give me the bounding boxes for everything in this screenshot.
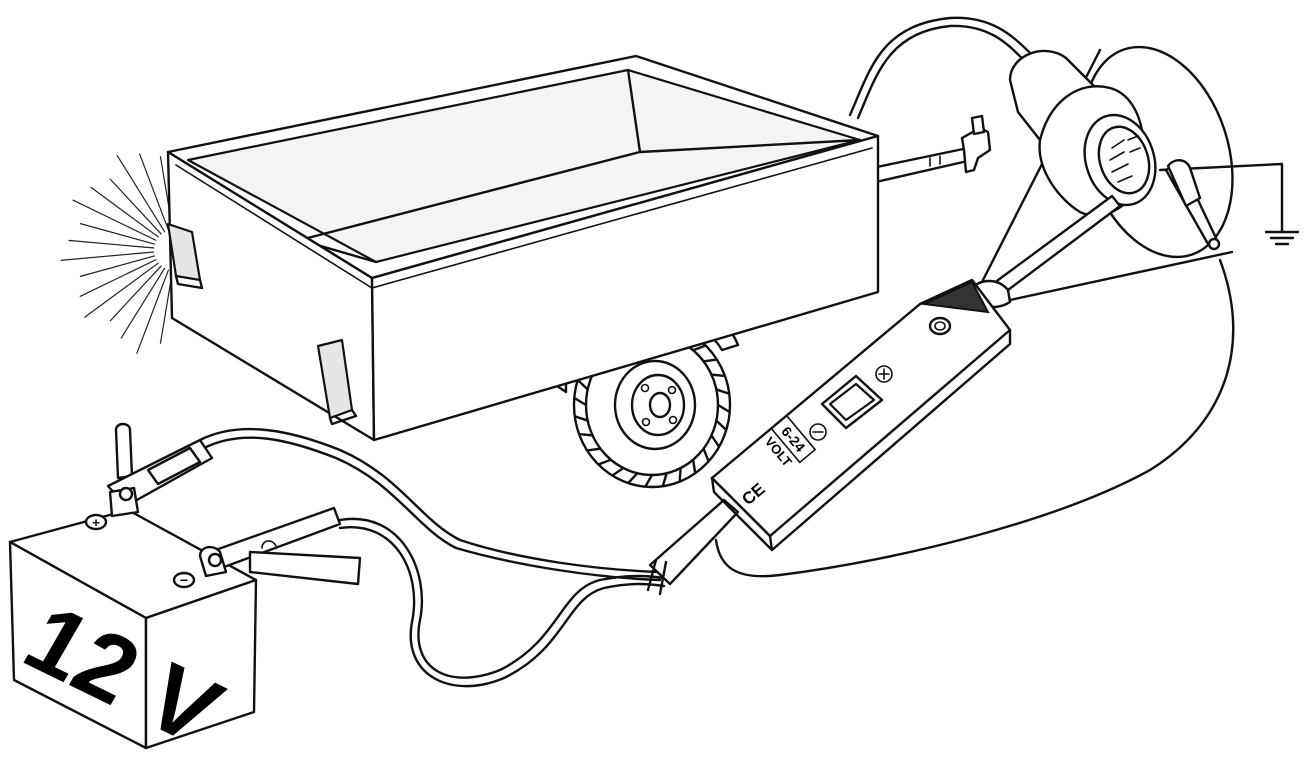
positive-clamp bbox=[106, 422, 214, 518]
tester-plus-symbol bbox=[875, 365, 893, 383]
tire-tread bbox=[702, 447, 710, 462]
battery: + − 12 V bbox=[7, 508, 258, 761]
tire-tread bbox=[691, 344, 706, 352]
tire-tread bbox=[715, 388, 730, 395]
light-ray bbox=[109, 265, 162, 322]
tire-tread bbox=[586, 447, 602, 452]
tire-tread bbox=[661, 472, 668, 487]
wires bbox=[198, 16, 1235, 688]
tire-tread bbox=[710, 434, 720, 448]
tire-tread bbox=[577, 379, 589, 391]
light-ray bbox=[109, 178, 162, 235]
tire-tread bbox=[710, 373, 726, 377]
light-ray bbox=[116, 154, 166, 233]
light-ray bbox=[90, 186, 159, 238]
tire-tread bbox=[715, 419, 727, 431]
trailer bbox=[166, 54, 992, 489]
trailer-plug bbox=[1008, 49, 1300, 251]
tester-switch-button[interactable] bbox=[820, 374, 884, 430]
light-ray bbox=[83, 262, 159, 319]
light-ray bbox=[72, 199, 157, 242]
tire-tread bbox=[716, 403, 730, 413]
light-rays bbox=[60, 153, 174, 354]
tester-minus-symbol bbox=[809, 423, 827, 441]
negative-terminal bbox=[172, 571, 196, 589]
light-ray bbox=[79, 222, 156, 245]
tire-tread bbox=[678, 466, 682, 482]
ground-symbol-icon bbox=[1264, 230, 1300, 246]
light-ray bbox=[138, 153, 170, 231]
tail-light-lower bbox=[316, 338, 358, 426]
light-ray bbox=[60, 251, 155, 261]
tire-tread bbox=[702, 358, 718, 363]
tire-tread bbox=[644, 473, 654, 487]
light-ray bbox=[120, 267, 166, 339]
trailer-box bbox=[166, 54, 880, 442]
tire-tread bbox=[691, 458, 697, 474]
tire-tread bbox=[598, 458, 613, 466]
tester-led-icon bbox=[928, 316, 952, 336]
positive-terminal bbox=[84, 513, 108, 531]
tire-tread bbox=[611, 466, 625, 477]
tester-grip bbox=[920, 280, 990, 314]
trailer-drawbar bbox=[870, 114, 992, 184]
light-ray bbox=[68, 239, 155, 249]
plug-pins bbox=[1109, 135, 1141, 183]
light-ray bbox=[79, 255, 156, 278]
circuit-tester: 6-24 VOLT CE bbox=[710, 194, 1122, 552]
tire-tread bbox=[574, 415, 589, 422]
tire-tread bbox=[578, 433, 594, 437]
light-ray bbox=[79, 258, 157, 298]
positive-symbol: + bbox=[92, 515, 100, 530]
tail-light-upper bbox=[166, 222, 204, 290]
negative-clamp bbox=[198, 506, 362, 586]
tire-tread bbox=[627, 472, 639, 484]
light-ray bbox=[136, 269, 170, 354]
tire-tread bbox=[574, 397, 588, 407]
negative-symbol: − bbox=[180, 572, 188, 588]
